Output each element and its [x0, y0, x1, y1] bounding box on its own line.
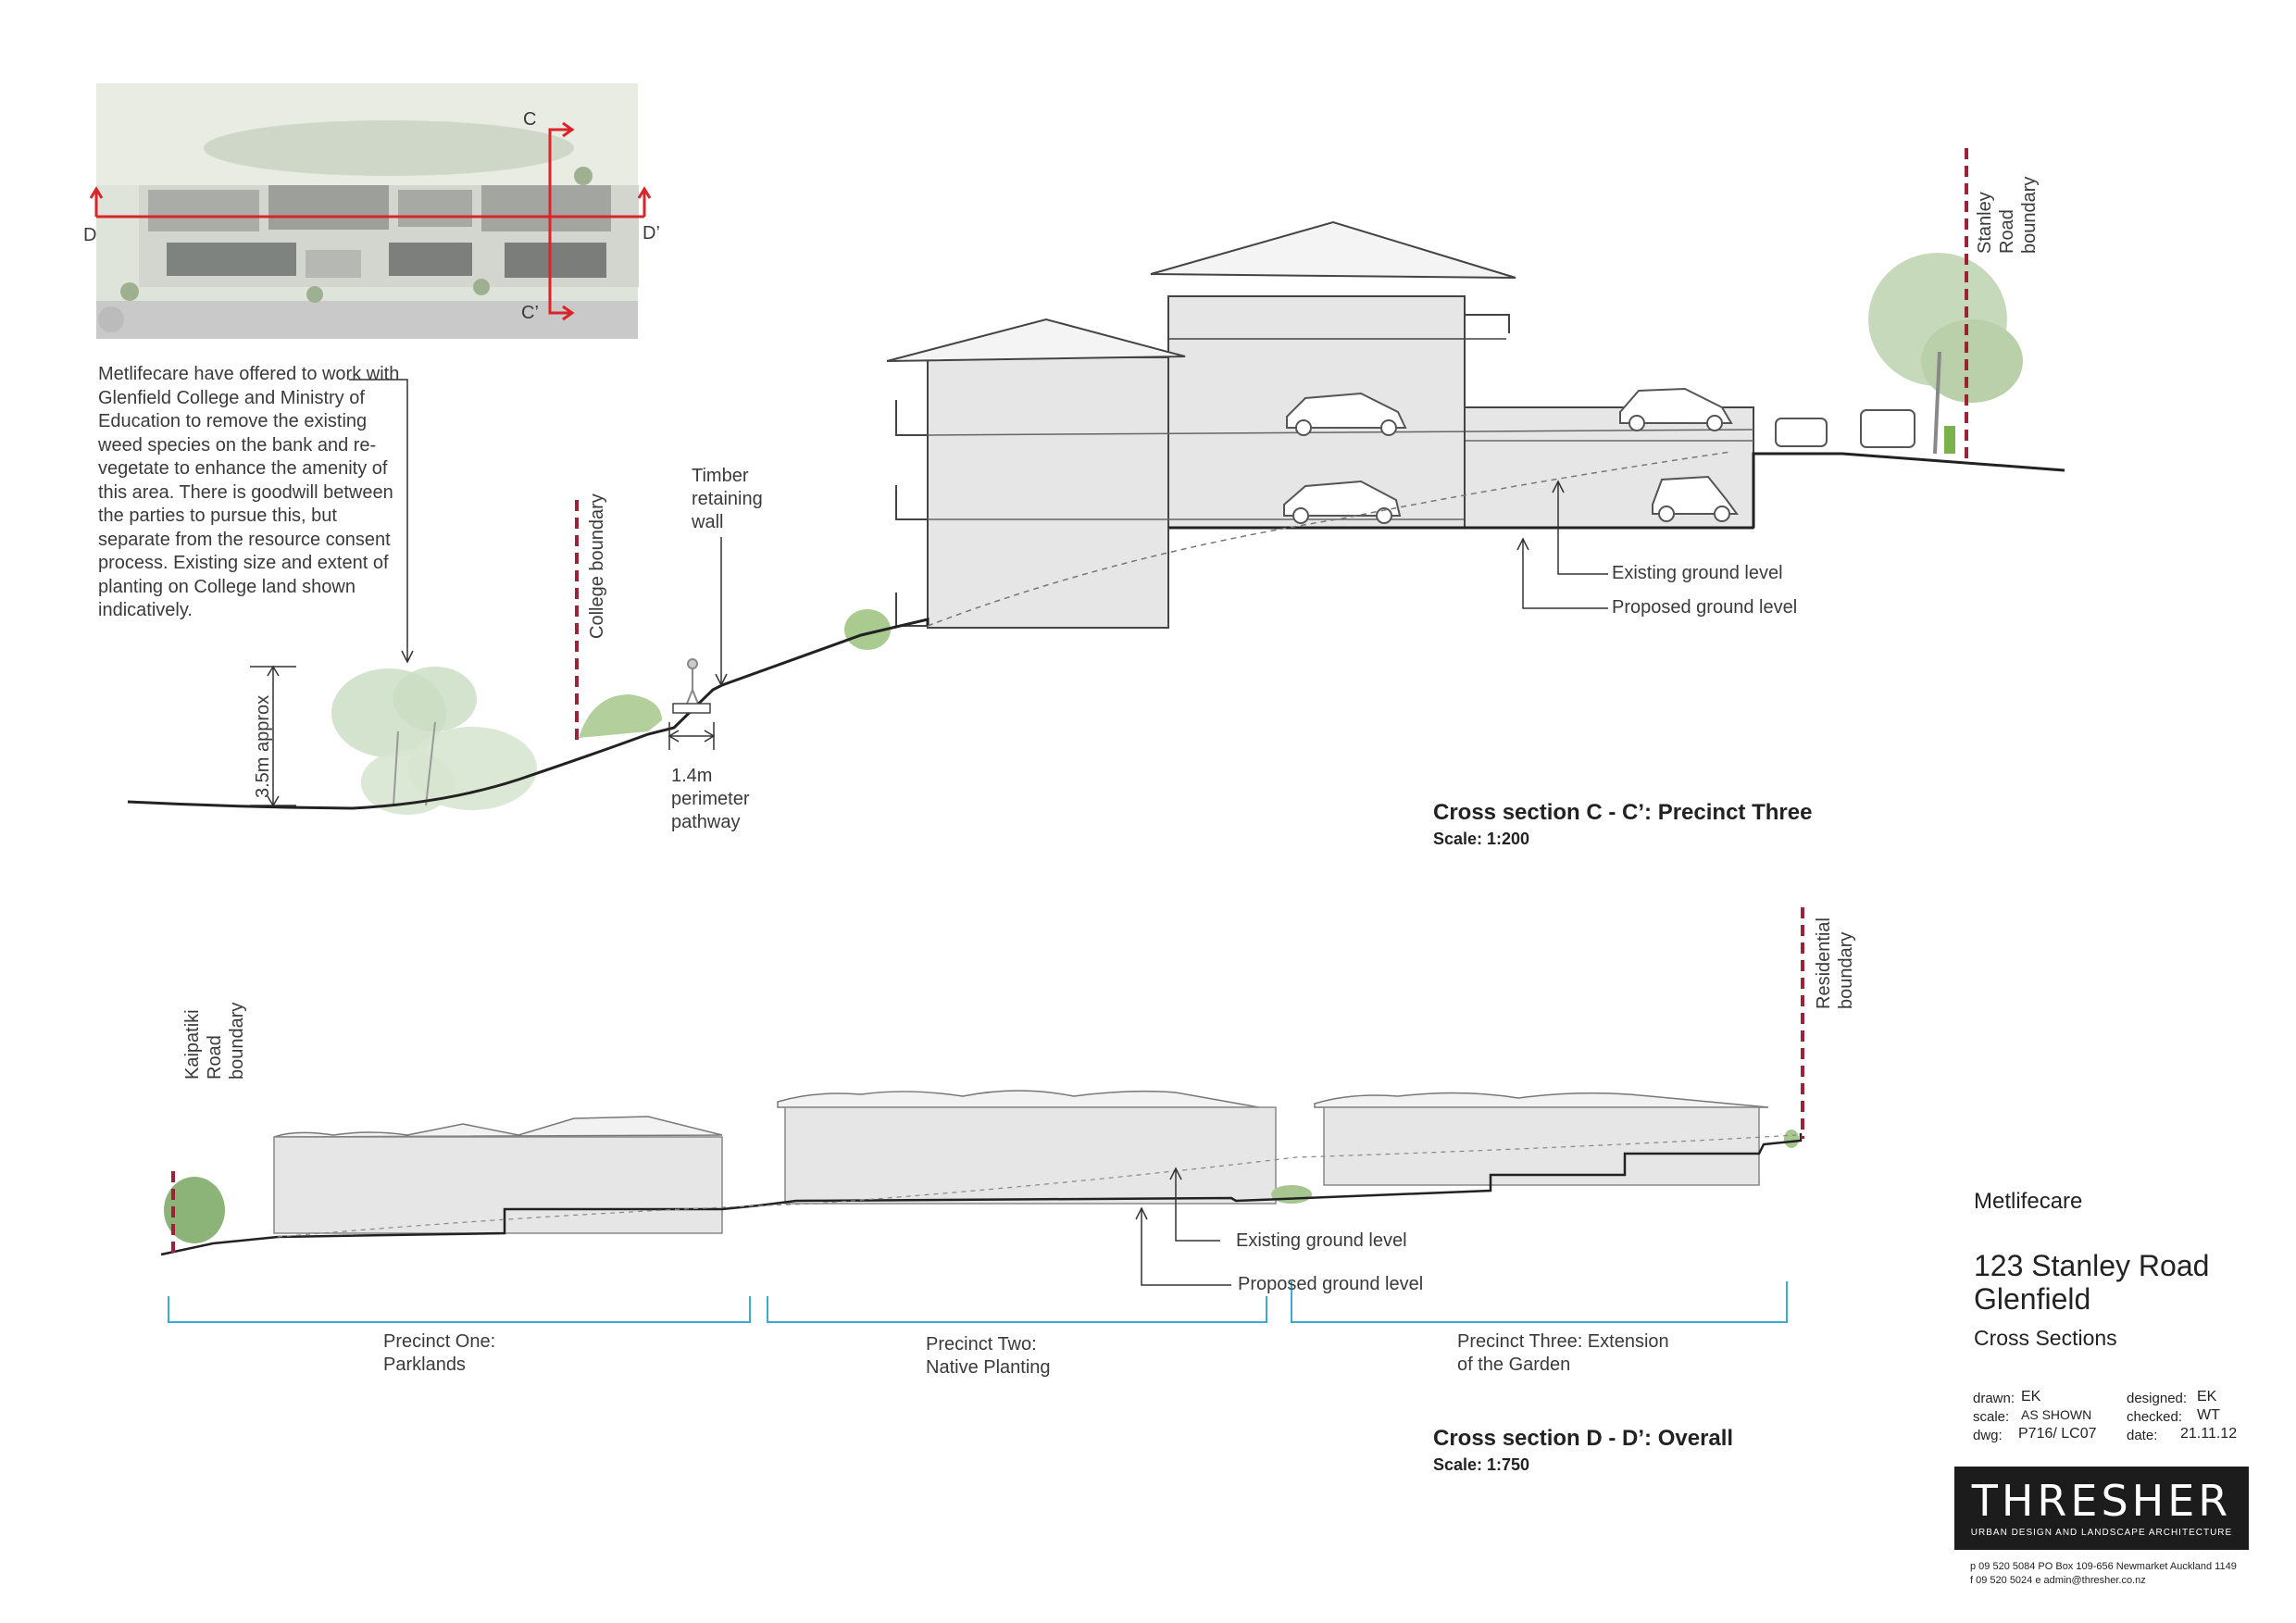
building-dd-2 [784, 1106, 1277, 1205]
street-tree [1868, 253, 2023, 455]
precinct-three-bracket [1291, 1281, 1788, 1323]
section-line-c [548, 128, 571, 315]
shrub [1784, 1130, 1799, 1148]
pathway-label: 1.4m perimeter pathway [671, 766, 750, 832]
car [1286, 392, 1407, 436]
stanley-boundary-label: Stanley Road boundary [1975, 176, 2040, 254]
designed-label: designed: [2127, 1391, 2188, 1406]
section-dd-scale: Scale: 1:750 [1433, 1455, 1530, 1474]
proposed-ground-label-cc: Proposed ground level [1612, 597, 1798, 618]
shrub [579, 694, 662, 738]
section-cc-title: Cross section C - C’: Precinct Three [1433, 800, 1813, 825]
tree [164, 1177, 225, 1243]
project-address-line2: Glenfield [1974, 1282, 2091, 1316]
drawn-value: EK [2021, 1389, 2041, 1405]
building-dd-3 [1323, 1106, 1760, 1186]
shrub [844, 609, 891, 650]
project-address-line1: 123 Stanley Road [1974, 1249, 2210, 1282]
checked-value: WT [2197, 1407, 2220, 1423]
logo-tagline: URBAN DESIGN AND LANDSCAPE ARCHITECTURE [1970, 1528, 2233, 1538]
ground-line-dd [160, 1133, 1803, 1256]
dwg-label: dwg: [1973, 1428, 2003, 1443]
building-dd-1 [273, 1136, 723, 1234]
logo-word: THRESHER [1971, 1476, 2232, 1526]
residential-boundary-label: Residential boundary [1814, 918, 1856, 1009]
car [1775, 409, 1915, 448]
checked-label: checked: [2127, 1409, 2183, 1425]
thresher-logo: THRESHER URBAN DESIGN AND LANDSCAPE ARCH… [1954, 1467, 2249, 1550]
timber-wall-label: Timber retaining wall [692, 466, 763, 532]
contact-line2: f 09 520 5024 e admin@thresher.co.nz [1970, 1575, 2146, 1586]
date-value: 21.11.12 [2180, 1426, 2238, 1442]
precinct-one-bracket [168, 1296, 751, 1323]
precinct-two-bracket [767, 1296, 1267, 1323]
drawn-label: drawn: [1973, 1391, 2015, 1406]
proposed-ground-label-dd: Proposed ground level [1238, 1274, 1424, 1294]
section-dd-drawing [160, 907, 1804, 1323]
scale-label: scale: [1973, 1409, 2010, 1425]
college-tree [331, 667, 537, 815]
key-plan-label-d-prime: D’ [643, 223, 660, 243]
existing-ground-label-cc: Existing ground level [1612, 563, 1783, 583]
date-label: date: [2127, 1428, 2158, 1443]
key-plan-label-d: D [83, 225, 97, 245]
scale-value: AS SHOWN [2021, 1407, 2092, 1422]
shrub [1271, 1185, 1312, 1204]
precinct-two-label: Precinct Two: Native Planting [926, 1334, 1051, 1378]
college-boundary-label: College boundary [587, 493, 607, 639]
college-note: Metlifecare have offered to work with Gl… [98, 364, 400, 620]
client-name: Metlifecare [1974, 1189, 2083, 1214]
ground-line-cc [127, 618, 930, 810]
key-plan-section-lines [89, 121, 652, 321]
height-dimension-label: 3.5m approx [253, 694, 273, 798]
pedestrian [686, 658, 699, 705]
sheet-title: Cross Sections [1974, 1326, 2117, 1350]
section-cc-drawing [127, 148, 2065, 815]
existing-ground-cc [927, 451, 1732, 627]
car [1652, 475, 1739, 522]
existing-ground-dd [277, 1134, 1797, 1238]
section-dd-title: Cross section D - D’: Overall [1433, 1426, 1734, 1451]
car [1283, 480, 1402, 524]
key-plan [96, 83, 639, 339]
key-plan-label-c: C [523, 109, 537, 130]
dwg-value: P716/ LC07 [2018, 1426, 2097, 1442]
kaipatiki-boundary-label: Kaipatiki Road boundary [182, 1002, 247, 1080]
designed-value: EK [2197, 1389, 2217, 1405]
car [1619, 387, 1733, 431]
existing-ground-label-dd: Existing ground level [1236, 1230, 1407, 1251]
key-plan-label-c-prime: C’ [521, 303, 539, 323]
precinct-three-label: Precinct Three: Extension of the Garden [1457, 1331, 1669, 1375]
section-cc-scale: Scale: 1:200 [1433, 830, 1530, 848]
precinct-one-label: Precinct One: Parklands [383, 1331, 496, 1375]
contact-line1: p 09 520 5084 PO Box 109-656 Newmarket A… [1970, 1561, 2237, 1572]
